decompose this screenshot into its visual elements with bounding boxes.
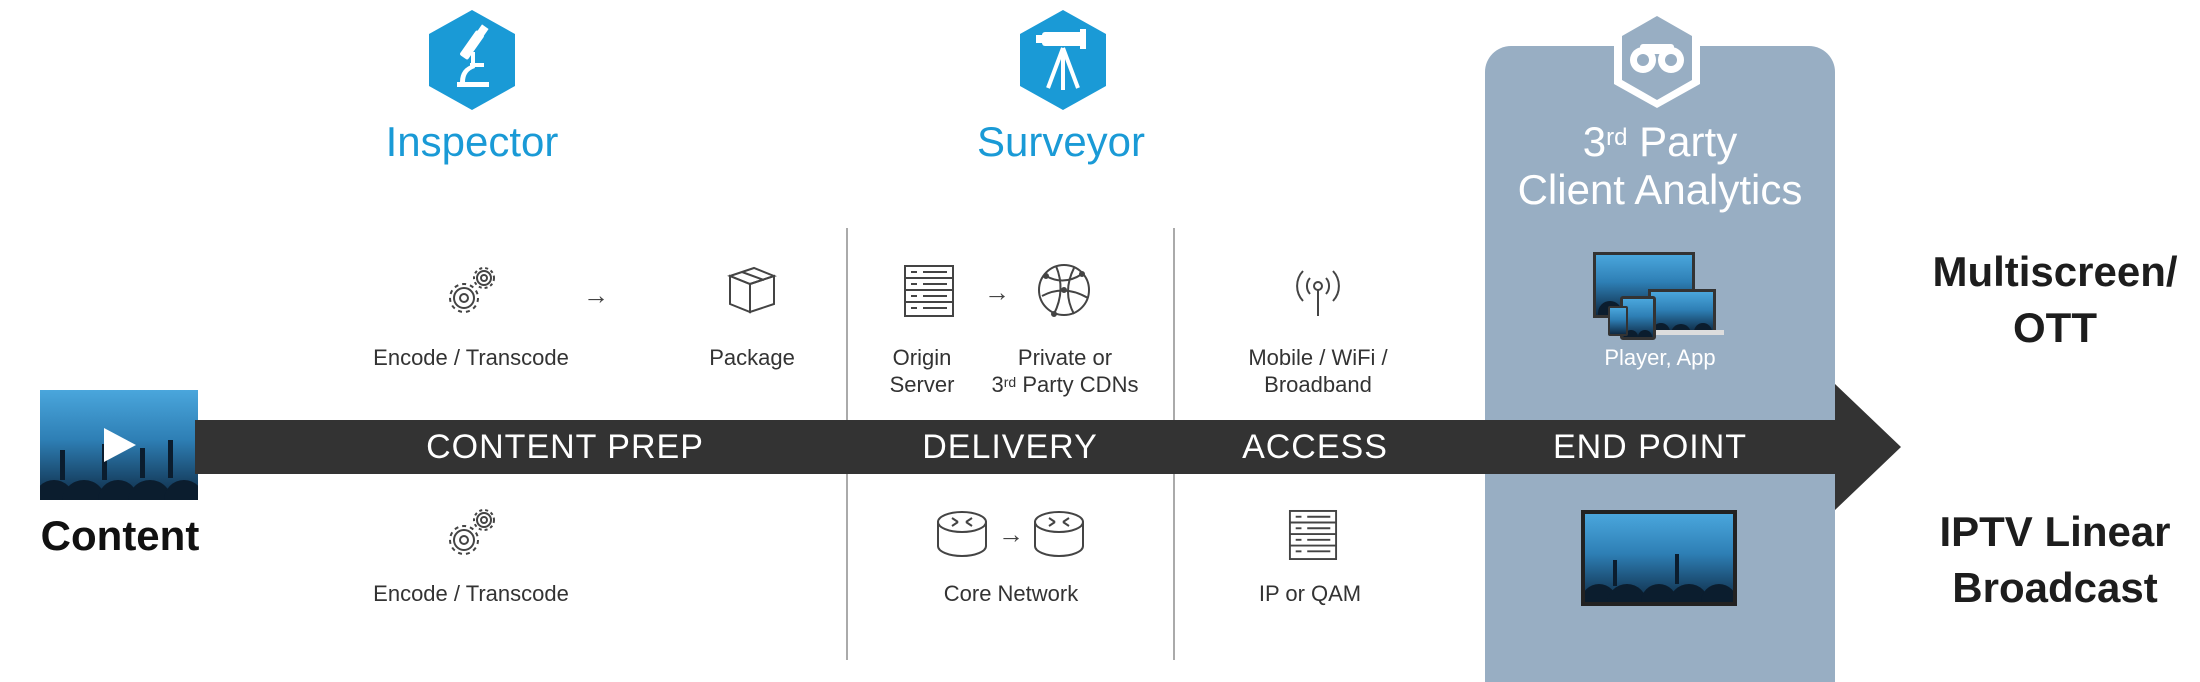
arrow-icon: → [984,277,1010,307]
microscope-icon [427,8,517,112]
origin-line2: Server [889,372,955,397]
access-line1: Mobile / WiFi / [1248,345,1388,370]
third-party-title: 3rd Party Client Analytics [1485,118,1835,214]
laptop-icon [1648,289,1716,335]
multiscreen-line1: Multiscreen/ [1932,248,2178,295]
phone-icon [1608,306,1628,336]
cdn-rest: Party CDNs [1016,372,1139,397]
server-icon [1288,508,1338,562]
laptop-base [1640,330,1724,335]
cdn-line1: Private or [1017,345,1113,370]
encode-label-bottom: Encode / Transcode [373,581,569,606]
package-label: Package [709,345,795,370]
client-analytics-label: Client Analytics [1517,166,1803,213]
access-label-top: Mobile / WiFi / Broadband [1230,344,1406,398]
tv-icon [1581,510,1737,606]
content-thumbnail [40,390,198,500]
pipeline-band [195,420,1835,474]
multiscreen-ott-label: Multiscreen/ OTT [1915,244,2195,356]
core-network-label: Core Network [943,581,1079,606]
iptv-broadcast-label: IPTV Linear Broadcast [1915,504,2195,616]
package-icon [724,262,780,318]
cdn-num: 3 [991,372,1004,397]
third-party-word: Party [1627,118,1738,165]
origin-server-label: Origin Server [870,344,974,398]
globe-icon [1036,262,1092,318]
player-app-label: Player, App [1604,345,1716,370]
third-party-sup: rd [1606,124,1628,151]
surveyor-title: Surveyor [976,118,1146,165]
stage-content-prep: CONTENT PREP [426,428,704,466]
router-icon [1033,510,1085,560]
server-icon [903,264,955,318]
stage-access: ACCESS [1242,428,1388,466]
arrow-icon: → [583,280,609,310]
play-icon [104,428,136,462]
telescope-icon [1018,8,1108,112]
antenna-icon [1290,262,1346,318]
iptv-line2: Broadcast [1952,564,2158,611]
encode-label-top: Encode / Transcode [373,345,569,370]
gears-icon [444,262,500,318]
cdn-sup: rd [1003,374,1017,390]
gears-icon [444,504,500,560]
origin-line1: Origin [892,345,952,370]
router-icon [936,510,988,560]
pipeline-arrow-head [1835,384,1901,510]
cdn-label: Private or 3rd Party CDNs [980,344,1150,398]
inspector-title: Inspector [385,118,559,165]
iptv-line1: IPTV Linear [1939,508,2171,555]
third-party-num: 3 [1582,118,1607,165]
stage-delivery: DELIVERY [922,428,1098,466]
stage-end-point: END POINT [1552,428,1748,466]
access-line2: Broadband [1264,372,1372,397]
content-label: Content [40,512,200,559]
binoculars-icon [1612,6,1702,110]
arrow-icon: → [998,519,1024,549]
multiscreen-line2: OTT [2013,304,2097,351]
ip-qam-label: IP or QAM [1258,581,1362,606]
